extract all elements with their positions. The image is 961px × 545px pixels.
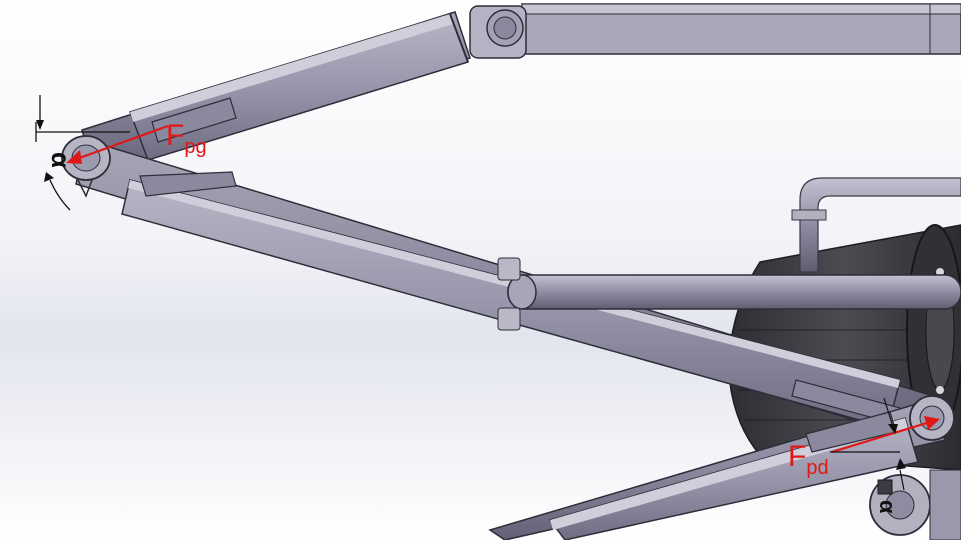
force-arrow-lower: [830, 397, 940, 491]
pipe: [791, 177, 961, 273]
angle-arrow-icon: [888, 424, 898, 434]
force-upper-label: Fpg: [166, 119, 207, 158]
roller-bottom: [869, 469, 961, 541]
arrow-right-icon: [924, 416, 940, 430]
angle-dimension: [35, 95, 130, 211]
lower-cylinder: [488, 399, 947, 541]
top-beam: [469, 3, 961, 59]
cross-rod: [497, 257, 961, 331]
upper-cylinder: [81, 11, 471, 177]
force-lower-label: Fpd: [788, 440, 829, 479]
angle-label: α: [46, 152, 76, 168]
arrow-left-icon: [66, 150, 82, 164]
force-arrow-upper: [66, 124, 169, 164]
pivot-left: [61, 135, 111, 198]
angle-label-lower: α: [875, 500, 900, 514]
